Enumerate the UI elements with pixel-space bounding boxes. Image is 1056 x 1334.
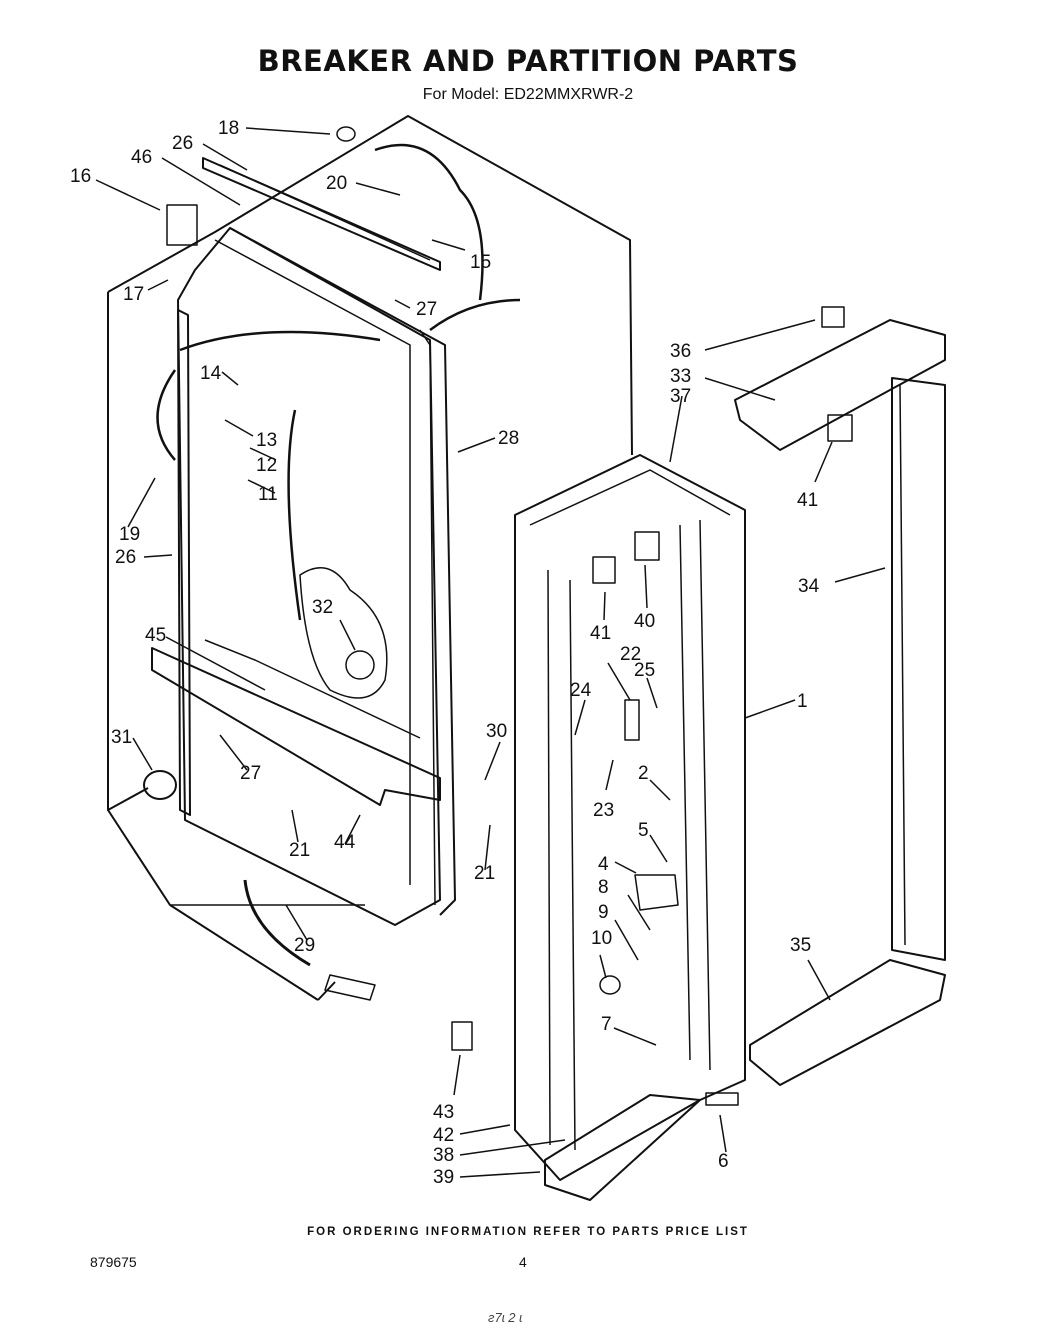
callout-label: 17 (123, 284, 144, 305)
callout-label: 36 (670, 341, 691, 362)
part-4-switch (634, 874, 679, 911)
callout-label: 21 (474, 863, 495, 884)
callout-label: 14 (200, 363, 222, 384)
partition-frame (514, 454, 746, 1181)
top-strip-33 (734, 319, 946, 451)
callout-label: 28 (498, 428, 519, 449)
callout-label: 26 (172, 133, 193, 154)
crossbar-44 (151, 647, 441, 806)
callout-label: 31 (111, 727, 132, 748)
top-trim-strip (202, 157, 441, 271)
callout-label: 2 (638, 763, 649, 784)
callout-label: 10 (591, 928, 612, 949)
part-6-clip (705, 1092, 739, 1106)
callout-label: 11 (258, 484, 278, 505)
part-10-knob (599, 975, 621, 995)
diagram-title: BREAKER AND PARTITION PARTS (257, 44, 799, 78)
model-subtitle: For Model: ED22MMXRWR-2 (422, 86, 634, 103)
part-18-grommet (336, 126, 356, 142)
callout-label: 35 (790, 935, 811, 956)
part-22-block (624, 699, 640, 741)
callout-label: 8 (598, 877, 609, 898)
callout-label: 20 (326, 173, 347, 194)
callout-label: 32 (312, 597, 333, 618)
callout-label: 30 (486, 721, 507, 742)
callout-label: 46 (131, 147, 152, 168)
callout-label: 4 (598, 854, 609, 875)
callout-label: 12 (256, 455, 277, 476)
callout-label: 44 (334, 832, 356, 853)
callout-label: 43 (433, 1102, 454, 1123)
callout-label: 25 (634, 660, 655, 681)
callout-label: 29 (294, 935, 315, 956)
callout-label: 15 (470, 252, 491, 273)
callout-label: 45 (145, 625, 166, 646)
callout-label: 13 (256, 430, 277, 451)
part-41-clip (592, 556, 616, 584)
part-31-light-socket (143, 770, 177, 800)
part-36-clip (821, 306, 845, 328)
part-16-bracket (166, 204, 198, 246)
callout-label: 24 (570, 680, 592, 701)
callout-label: 9 (598, 902, 609, 923)
page-code: 879675 (90, 1254, 137, 1270)
callout-label: 21 (289, 840, 310, 861)
part-43-clip (451, 1021, 473, 1051)
wiring-harness (156, 143, 521, 621)
part-40-clip (634, 531, 660, 561)
callout-label: 40 (634, 611, 655, 632)
part-41b-clip (827, 414, 853, 442)
callout-label: 34 (798, 576, 820, 597)
callout-label: 33 (670, 366, 691, 387)
callout-label: 26 (115, 547, 136, 568)
callout-label: 38 (433, 1145, 454, 1166)
bottom-channel-39 (544, 1094, 701, 1201)
callout-label: 39 (433, 1167, 454, 1188)
leader-lines (95, 127, 886, 1178)
callout-label: 18 (218, 118, 239, 139)
foam-pad-32 (299, 567, 388, 699)
callout-label: 7 (601, 1014, 612, 1035)
ordering-footer: FOR ORDERING INFORMATION REFER TO PARTS … (307, 1226, 749, 1238)
callout-label: 41 (797, 490, 818, 511)
callout-label: 19 (119, 524, 140, 545)
callout-label: 23 (593, 800, 614, 821)
callout-label: 16 (70, 166, 91, 187)
handwritten-note: ƨ7ɩ 2 ɩ (488, 1310, 522, 1325)
callout-label: 41 (590, 623, 611, 644)
callout-label: 27 (416, 299, 437, 320)
callout-label: 22 (620, 644, 641, 665)
callout-label: 37 (670, 386, 691, 407)
callout-label: 27 (240, 763, 261, 784)
breaker-strip-34 (891, 377, 946, 961)
cabinet-liner-outline (107, 115, 633, 456)
callout-label: 1 (797, 691, 808, 712)
bottom-strip-35 (749, 959, 946, 1086)
grommet-32 (345, 650, 375, 680)
callout-label: 6 (718, 1151, 729, 1172)
callout-label: 42 (433, 1125, 454, 1146)
page-number: 4 (519, 1254, 527, 1270)
callout-label: 5 (638, 820, 649, 841)
